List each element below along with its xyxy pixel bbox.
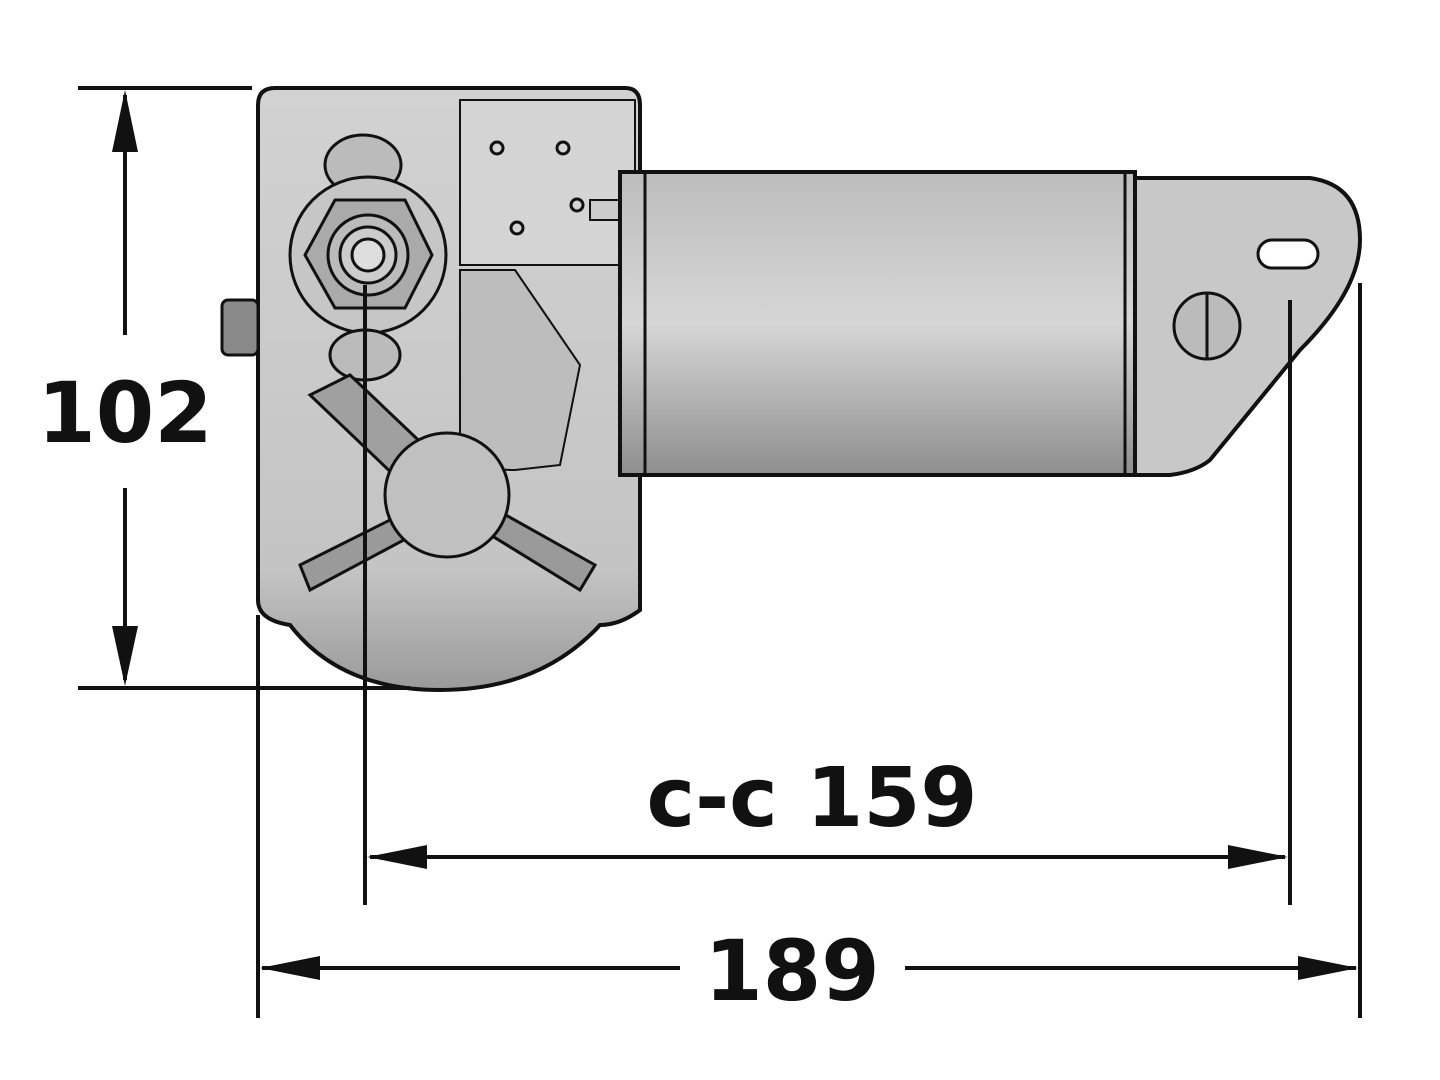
arrow-left-icon	[367, 845, 427, 869]
arrow-down-icon	[112, 626, 138, 686]
center-to-center-label: c-c 159	[647, 751, 978, 846]
dimension-overall-length	[256, 283, 1362, 1018]
arrow-right-icon	[1228, 845, 1288, 869]
gearbox-housing	[220, 86, 642, 693]
dimension-height	[78, 86, 410, 690]
arrow-up-icon	[112, 90, 138, 152]
overall-length-label: 189	[704, 922, 879, 1020]
arrow-left-icon	[260, 956, 320, 980]
output-shaft	[288, 133, 448, 382]
arrow-right-icon	[1298, 956, 1358, 980]
crank-arms	[298, 373, 598, 593]
height-label: 102	[37, 364, 212, 462]
motor-cylinder	[618, 170, 1137, 477]
mounting-bracket	[1133, 176, 1363, 477]
dimension-center-to-center	[363, 285, 1292, 905]
